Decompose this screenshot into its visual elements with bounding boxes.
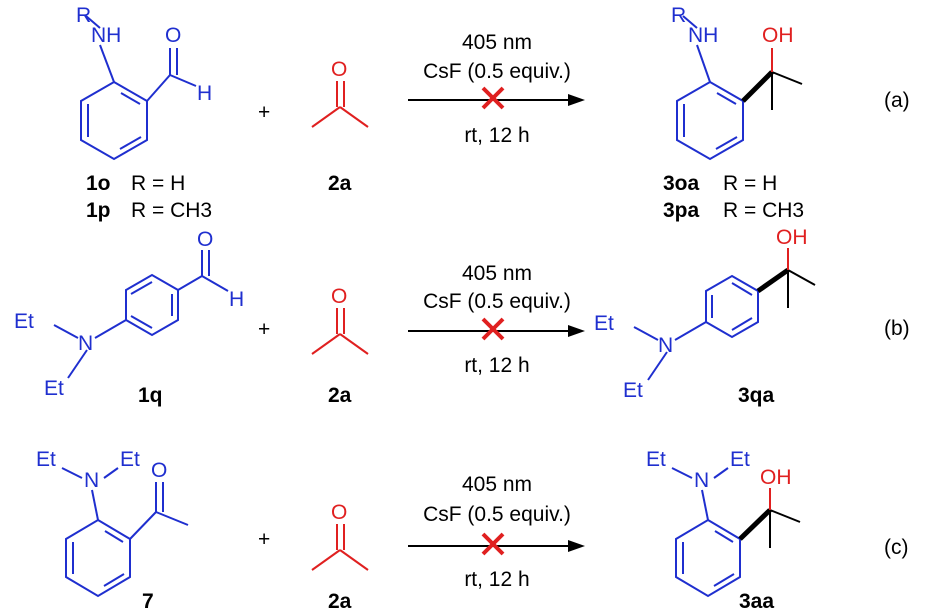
ethyl-label: Et [623,379,643,402]
row-a: R NH O H 1o R = H 1p R = CH3 + O 2a 405 … [76,4,910,222]
acetone-2a-structure-c: O [311,501,369,571]
sm-1q-structure: O H N Et Et [14,228,244,400]
no-reaction-cross-icon [481,532,505,556]
condition-wavelength: 405 nm [462,473,532,496]
acetone-2a-structure-a: O [311,58,369,128]
carbonyl-o-label: O [331,501,347,524]
no-reaction-cross-icon [481,86,505,110]
arrow-head [568,325,585,337]
aldehyde-o-label: O [165,24,181,47]
row-label-c: (c) [884,536,909,559]
compound-label-1o: 1o [86,172,111,195]
no-reaction-cross-icon [481,317,505,341]
r-definition-1o: R = H [131,172,185,195]
nh-label: NH [91,24,121,47]
ethyl-label: Et [36,448,56,471]
ethyl-label: Et [646,448,666,471]
sm-1o-1p-structure: R NH O H [76,4,212,161]
amine-n-label: N [84,469,99,492]
condition-reagent: CsF (0.5 equiv.) [423,503,571,526]
product-3aa-structure: N Et Et OH [646,448,801,598]
plus-sign-a: + [258,101,270,124]
r-group-label: R [76,4,91,27]
ethyl-label: Et [730,448,750,471]
compound-label-2a: 2a [328,384,352,407]
aldehyde-h-label: H [229,288,244,311]
arrow-head [568,94,585,106]
aldehyde-o-label: O [197,228,213,251]
row-c: N Et Et O 7 + O 2a 405 nm CsF (0.5 equiv… [36,448,909,612]
hydroxyl-label: OH [762,24,794,47]
r-definition-3oa: R = H [723,172,777,195]
condition-wavelength: 405 nm [462,31,532,54]
compound-label-3aa: 3aa [739,590,774,612]
amine-n-label: N [78,332,93,355]
amine-n-label: N [658,334,673,357]
aldehyde-h-label: H [197,82,212,105]
ethyl-label: Et [14,310,34,333]
arrow-head [568,540,585,552]
compound-label-2a: 2a [328,172,352,195]
sm-7-structure: N Et Et O [36,448,189,598]
compound-label-1p: 1p [86,199,111,222]
row-label-b: (b) [884,317,910,340]
plus-sign-b: + [258,318,270,341]
acetone-2a-structure-b: O [311,285,369,355]
compound-label-2a: 2a [328,590,352,612]
condition-wavelength: 405 nm [462,262,532,285]
row-b: O H N Et Et 1q + O 2a 405 nm CsF (0.5 eq… [14,226,910,407]
compound-label-3pa: 3pa [663,199,700,222]
compound-label-3oa: 3oa [663,172,700,195]
hydroxyl-label: OH [776,226,808,249]
carbonyl-o-label: O [331,285,347,308]
ethyl-label: Et [44,377,64,400]
ketone-o-label: O [151,459,167,482]
ethyl-label: Et [594,312,614,335]
condition-temp-time: rt, 12 h [464,124,529,147]
condition-temp-time: rt, 12 h [464,568,529,591]
nh-label: NH [688,24,718,47]
condition-reagent: CsF (0.5 equiv.) [423,290,571,313]
product-3qa-structure: OH N Et Et [594,226,816,402]
compound-label-1q: 1q [138,384,163,407]
condition-reagent: CsF (0.5 equiv.) [423,60,571,83]
row-label-a: (a) [884,89,910,112]
amine-n-label: N [694,469,709,492]
condition-temp-time: rt, 12 h [464,354,529,377]
carbonyl-o-label: O [331,58,347,81]
compound-label-3qa: 3qa [738,384,775,407]
r-definition-1p: R = CH3 [131,199,212,222]
hydroxyl-label: OH [760,466,792,489]
r-group-label: R [671,4,686,27]
ethyl-label: Et [120,448,140,471]
product-3oa-3pa-structure: R NH OH [671,4,803,161]
compound-label-7: 7 [142,590,154,612]
r-definition-3pa: R = CH3 [723,199,804,222]
plus-sign-c: + [258,528,270,551]
